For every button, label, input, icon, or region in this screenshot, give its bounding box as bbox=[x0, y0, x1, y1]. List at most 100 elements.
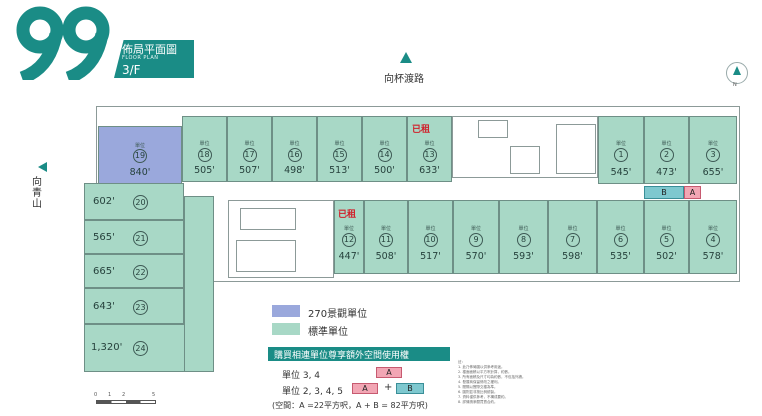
unit-area: 1,320' bbox=[91, 342, 123, 353]
unit-number: 15 bbox=[332, 148, 347, 162]
unit-area: 643' bbox=[93, 301, 115, 312]
unit-6[interactable]: 單位 6 535' bbox=[597, 200, 644, 274]
unit-1[interactable]: 單位 1 545' bbox=[598, 116, 644, 184]
road-arrow-left-icon bbox=[38, 162, 47, 172]
unit-area: 500' bbox=[374, 165, 395, 176]
unit-20[interactable]: 602' 20 bbox=[84, 183, 184, 220]
unit-4[interactable]: 單位 4 578' bbox=[689, 200, 737, 274]
offer-row1-a: A bbox=[376, 367, 402, 378]
scale-label-2: 2 bbox=[122, 392, 126, 398]
legend-label-view: 270景觀單位 bbox=[308, 309, 368, 320]
offer-row1-label: 單位 3, 4 bbox=[282, 371, 321, 381]
unit-area: 602' bbox=[93, 196, 115, 207]
extra-space-b: B bbox=[644, 186, 684, 199]
scale-label-1: 1 bbox=[108, 392, 112, 398]
unit-number: 3 bbox=[706, 148, 720, 162]
unit-area: 447' bbox=[338, 251, 360, 262]
unit-number: 20 bbox=[133, 195, 148, 210]
unit-word: 單位 bbox=[567, 226, 578, 232]
unit-number: 9 bbox=[469, 233, 483, 247]
offer-footnote: (空間：A =22平方呎，A + B = 82平方呎) bbox=[272, 401, 428, 410]
legend-swatch-view bbox=[272, 305, 300, 317]
offer-row2-label: 單位 2, 3, 4, 5 bbox=[282, 387, 343, 397]
unit-area: 565' bbox=[93, 232, 115, 243]
unit-2[interactable]: 單位 2 473' bbox=[644, 116, 689, 184]
legend-label-standard: 標準單位 bbox=[308, 327, 348, 338]
unit-word: 單位 bbox=[134, 143, 145, 149]
unit-number: 23 bbox=[133, 300, 148, 315]
unit-word: 單位 bbox=[518, 226, 529, 232]
offer-title: 購買相連單位尊享額外空間使用權 bbox=[274, 351, 410, 361]
lift-shaft-3 bbox=[556, 124, 596, 174]
offer-row2-plus: + bbox=[384, 382, 393, 393]
notes-line: 8. 詳情請參閱買賣合約。 bbox=[458, 400, 498, 404]
unit-number: 11 bbox=[379, 233, 393, 247]
unit-area: 655' bbox=[702, 167, 724, 178]
unit-word: 單位 bbox=[289, 141, 300, 147]
unit-18[interactable]: 單位 18 505' bbox=[182, 116, 227, 182]
unit-area: 517' bbox=[420, 251, 441, 262]
unit-number: 1 bbox=[614, 148, 628, 162]
lift-shaft-1 bbox=[478, 120, 508, 138]
unit-number: 21 bbox=[133, 231, 148, 246]
unit-21[interactable]: 565' 21 bbox=[84, 220, 184, 254]
unit-number: 8 bbox=[516, 233, 531, 247]
unit-word: 單位 bbox=[379, 141, 390, 147]
offer-banner bbox=[268, 347, 450, 361]
unit-16[interactable]: 單位 16 498' bbox=[272, 116, 317, 182]
unit-word: 單位 bbox=[615, 226, 626, 232]
unit-number: 12 bbox=[342, 233, 356, 247]
unit-area: 578' bbox=[702, 251, 724, 262]
unit-number: 2 bbox=[659, 148, 674, 162]
unit-8[interactable]: 單位 8 593' bbox=[499, 200, 548, 274]
unit-word: 單位 bbox=[334, 141, 345, 147]
logo-99 bbox=[16, 6, 110, 80]
unit-area: 570' bbox=[465, 251, 487, 262]
lift-shaft-2 bbox=[510, 146, 540, 174]
unit-area: 545' bbox=[610, 167, 632, 178]
unit-12[interactable]: 單位 12 447' bbox=[334, 200, 364, 274]
offer-row2-b: B bbox=[396, 383, 424, 394]
notes-line: 1. 此乃佈局圖以供參考用途。 bbox=[458, 365, 505, 369]
north-arrow-top-icon bbox=[400, 52, 412, 63]
unit-word: 單位 bbox=[380, 226, 391, 232]
unit-7[interactable]: 單位 7 598' bbox=[548, 200, 597, 274]
unit-number: 6 bbox=[613, 233, 628, 247]
floor-plan-title-en: FLOOR PLAN bbox=[122, 55, 159, 61]
unit-number: 24 bbox=[133, 341, 148, 356]
unit-word: 單位 bbox=[661, 141, 672, 147]
unit-11[interactable]: 單位 11 508' bbox=[364, 200, 408, 274]
unit-number: 4 bbox=[706, 233, 720, 247]
unit-number: 17 bbox=[242, 148, 257, 162]
unit-word: 單位 bbox=[425, 226, 436, 232]
unit-14[interactable]: 單位 14 500' bbox=[362, 116, 407, 182]
notes-line: 3. 所有面積及尺寸均為約數，不包括外牆。 bbox=[458, 375, 526, 379]
unit-word: 單位 bbox=[707, 226, 718, 232]
unit-5[interactable]: 單位 5 502' bbox=[644, 200, 689, 274]
unit-area: 593' bbox=[513, 251, 534, 262]
offer-row2-a: A bbox=[352, 383, 378, 394]
unit-area: 502' bbox=[656, 251, 677, 262]
unit-17[interactable]: 單位 17 507' bbox=[227, 116, 272, 182]
unit-area: 535' bbox=[610, 251, 631, 262]
notes-block: 註： 1. 此乃佈局圖以供參考用途。 2. 樓面面積以平方呎計算，約數。 3. … bbox=[458, 360, 608, 405]
unit-word: 單位 bbox=[244, 141, 255, 147]
road-label-top: 向杯渡路 bbox=[384, 74, 424, 85]
sold-tag-unit-12: 已租 bbox=[338, 210, 357, 220]
sold-tag-unit-13: 已租 bbox=[412, 125, 431, 135]
unit-9[interactable]: 單位 9 570' bbox=[453, 200, 499, 274]
unit-10[interactable]: 單位 10 517' bbox=[408, 200, 453, 274]
unit-number: 13 bbox=[422, 148, 437, 162]
unit-area: 508' bbox=[375, 251, 397, 262]
unit-22[interactable]: 665' 22 bbox=[84, 254, 184, 288]
notes-line: 5. 間隔以實際交樓為準。 bbox=[458, 385, 498, 389]
unit-number: 18 bbox=[197, 148, 212, 162]
unit-13[interactable]: 單位 13 633' bbox=[407, 116, 452, 182]
toilet-stalls bbox=[240, 208, 296, 230]
unit-area: 633' bbox=[419, 165, 440, 176]
unit-3[interactable]: 單位 3 655' bbox=[689, 116, 737, 184]
unit-15[interactable]: 單位 15 513' bbox=[317, 116, 362, 182]
unit-23[interactable]: 643' 23 bbox=[84, 288, 184, 324]
unit-area: 513' bbox=[329, 165, 350, 176]
